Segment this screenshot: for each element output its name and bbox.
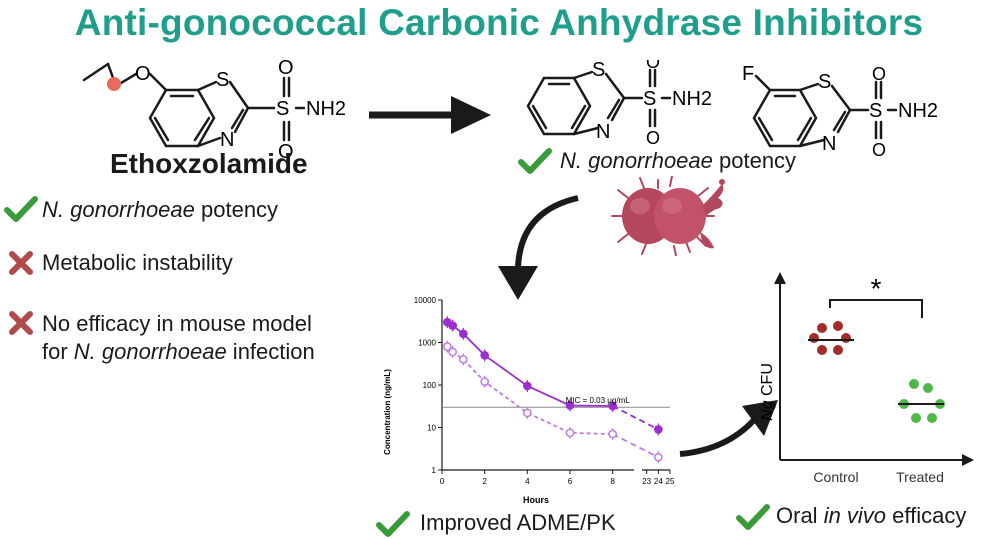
check-icon (518, 148, 552, 174)
data-point (448, 321, 458, 330)
con-metabolic: Metabolic instability (42, 250, 233, 275)
arrow-right-icon (369, 96, 491, 134)
atom-o-bottom: O (278, 141, 294, 162)
fluoro-benzothiazole-sulfonamide-structure: F S N S O O NH2 (742, 66, 938, 160)
curved-arrow-icon (679, 400, 778, 457)
y-tick-label: 1000 (418, 339, 436, 348)
atom-o: O (135, 63, 151, 85)
atom-s: S (818, 71, 831, 93)
check-icon (736, 504, 770, 530)
data-point (458, 329, 468, 339)
series-line (446, 345, 613, 435)
atom-o-top: O (872, 66, 886, 84)
atom-n: N (822, 133, 836, 155)
con-efficacy: No efficacy in mouse model for N. gonorr… (42, 311, 315, 364)
data-point (653, 452, 663, 462)
data-point (480, 377, 490, 386)
cross-icon (9, 251, 33, 275)
atom-o-top: O (646, 60, 660, 72)
y-tick-label: 10 (427, 424, 436, 433)
data-point (608, 401, 618, 411)
significance-star: * (871, 273, 882, 304)
y-tick-label: 1 (432, 466, 437, 475)
data-point (442, 342, 452, 351)
series-line (612, 405, 659, 431)
check-icon (4, 196, 38, 222)
atom-o-bottom: O (872, 140, 886, 160)
data-point (458, 355, 468, 364)
atom-s-sulfonyl: S (276, 98, 289, 120)
x-tick-label: 2 (482, 477, 487, 486)
atom-nh2: NH2 (898, 100, 938, 122)
efficacy-footer-label: Oral in vivo efficacy (776, 503, 967, 528)
data-point (565, 401, 575, 410)
control-dots (809, 321, 851, 355)
metabolic-site-marker (107, 77, 121, 91)
series-line (612, 433, 659, 459)
atom-n: N (220, 129, 234, 151)
mic-label: MIC = 0.03 μg/mL (566, 396, 631, 405)
atom-s-sulfonyl: S (643, 88, 656, 110)
efficacy-dot-plot: Ng CFU * Control Treated (759, 272, 974, 485)
lead-compound-name: Ethoxzolamide (110, 148, 308, 179)
x-axis-label: Hours (523, 495, 549, 505)
page-title: Anti-gonococcal Carbonic Anhydrase Inhib… (74, 2, 924, 43)
bacteria-illustration (611, 176, 725, 256)
data-point (608, 429, 618, 439)
data-point (522, 381, 532, 391)
data-point (448, 347, 458, 357)
atom-nh2: NH2 (306, 98, 346, 120)
y-axis-label: Concentration (ng/mL) (383, 369, 392, 455)
atom-o-top: O (278, 57, 294, 79)
x-tick-label: 8 (610, 477, 615, 486)
analog-potency: N. gonorrhoeae potency (560, 148, 797, 173)
y-tick-label: 10000 (414, 296, 437, 305)
curved-arrow-icon (498, 195, 579, 300)
benzothiazole-sulfonamide-structure: S N S O O NH2 (526, 60, 712, 148)
x-tick-label: 24 (654, 477, 663, 486)
data-point (565, 428, 575, 438)
check-icon (376, 511, 410, 537)
treated-dots (899, 379, 945, 423)
atom-o-bottom: O (646, 128, 660, 148)
data-point (522, 408, 532, 418)
atom-s: S (592, 60, 605, 81)
y-axis-label: Ng CFU (759, 363, 776, 421)
group-label-control: Control (813, 469, 858, 485)
group-label-treated: Treated (896, 469, 944, 485)
series-line (446, 321, 613, 407)
atom-nh2: NH2 (672, 88, 712, 110)
atom-s-sulfonyl: S (869, 100, 882, 122)
x-tick-label: 25 (666, 477, 675, 486)
x-tick-label: 6 (568, 477, 573, 486)
atom-n: N (596, 121, 610, 143)
pk-concentration-chart: Concentration (ng/mL) Hours 1 10 100 1000 10… (383, 296, 675, 505)
ethoxzolamide-structure: O S N S O O NH2 (82, 57, 346, 162)
pro-potency: N. gonorrhoeae potency (42, 197, 279, 222)
y-tick-label: 100 (423, 381, 437, 390)
x-tick-label: 0 (440, 477, 445, 486)
data-point (480, 350, 490, 360)
pk-footer-label: Improved ADME/PK (420, 510, 616, 535)
atom-f: F (742, 66, 754, 85)
x-tick-label: 4 (525, 477, 530, 486)
atom-s: S (216, 69, 229, 91)
data-point (653, 425, 663, 434)
x-tick-label: 23 (642, 477, 651, 486)
cross-icon (9, 311, 33, 335)
